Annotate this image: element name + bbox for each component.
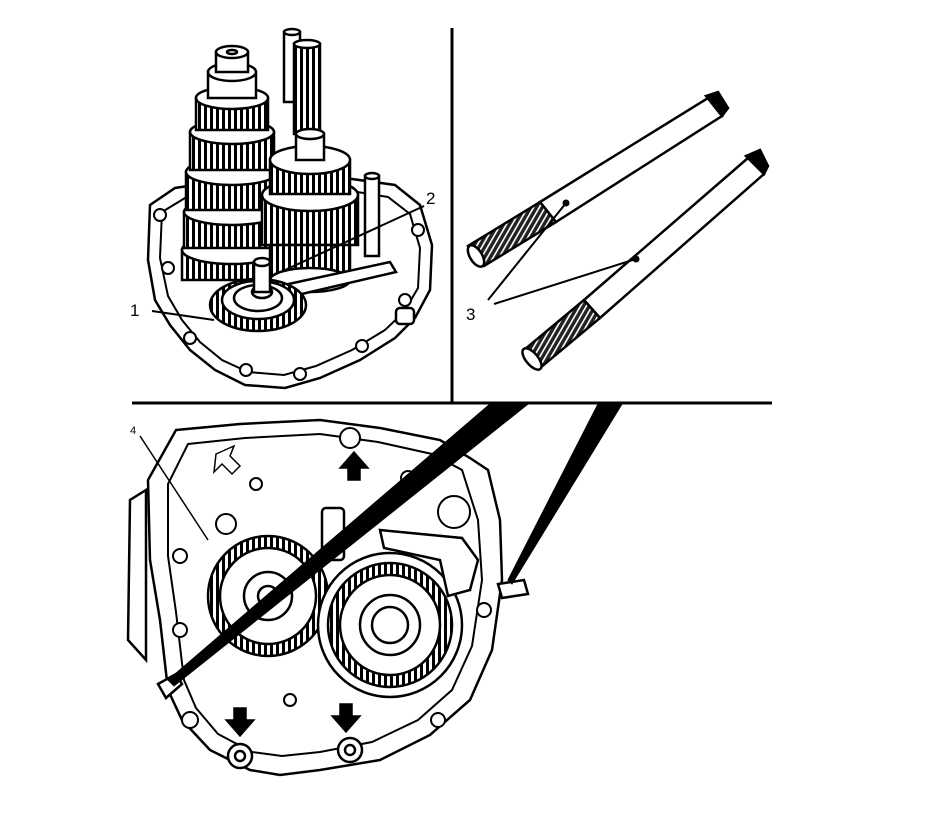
arrow-down-right <box>330 703 362 734</box>
case-half-panel <box>126 418 530 777</box>
gear-cluster-panel <box>146 27 434 390</box>
shift-housing <box>378 528 480 598</box>
case-left-rib <box>126 487 148 664</box>
arrow-up-left <box>213 444 242 476</box>
guide-pins-panel <box>466 90 770 371</box>
magnification-beams <box>167 403 623 687</box>
beam-right <box>507 403 623 585</box>
callout-1: 1 <box>130 301 139 320</box>
case-bolt-holes <box>172 427 492 729</box>
callout-4: 4 <box>130 425 136 437</box>
beam-left <box>167 403 530 687</box>
front-gear-assembly <box>208 256 308 333</box>
right-gear-stack <box>260 27 360 294</box>
leaders-bottom <box>139 435 209 541</box>
guide-pin-upper <box>466 90 730 268</box>
installed-pin-right <box>496 578 530 600</box>
callout-2: 2 <box>426 189 435 208</box>
standing-pin <box>363 174 381 258</box>
arrow-down-left <box>224 707 256 738</box>
locating-arrows <box>213 444 370 738</box>
leaders-top-right <box>487 199 640 305</box>
leaders-top-left <box>151 205 425 321</box>
right-ring-gear <box>316 551 464 699</box>
plate-bolt-holes <box>153 189 425 381</box>
panel-dividers <box>132 28 772 405</box>
callout-3: 3 <box>466 305 475 324</box>
guide-pin-lower <box>521 148 770 371</box>
arrow-up-right <box>338 450 370 481</box>
plate-lug <box>394 306 416 326</box>
